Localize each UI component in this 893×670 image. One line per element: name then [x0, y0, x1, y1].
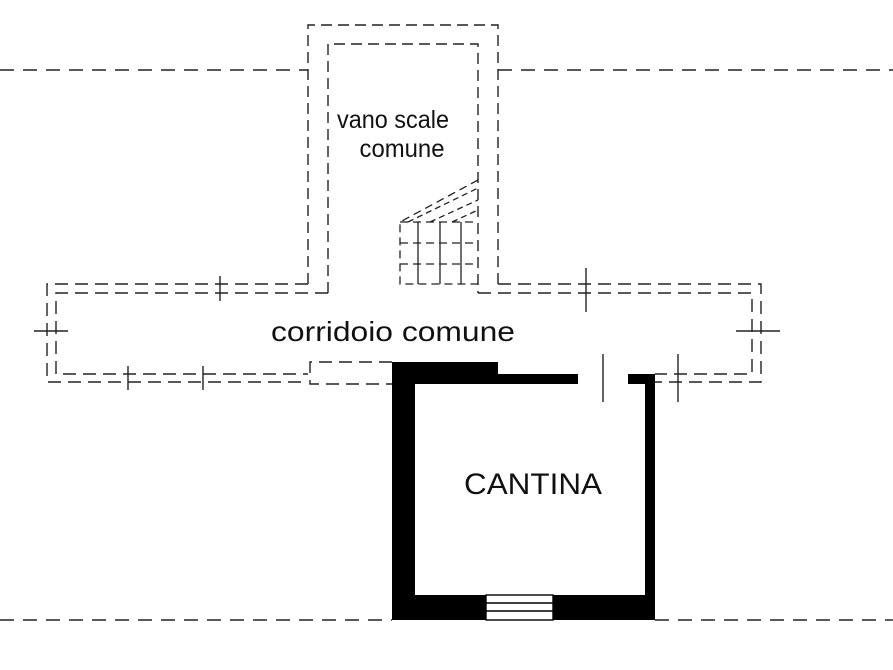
cellar-label: CANTINA	[464, 468, 602, 501]
stairwell-label-line2: comune	[360, 135, 445, 163]
corridor-tick-marks	[34, 268, 780, 402]
cellar-wall-right	[645, 374, 655, 620]
stairs-outline	[399, 179, 479, 285]
corridor-door-recess	[309, 361, 392, 385]
corridor-label: corridoio comune	[271, 316, 515, 347]
corridor-inner-top-right	[478, 292, 753, 375]
stairs-diagonal-1	[407, 187, 479, 223]
cellar-wall-left	[392, 362, 415, 620]
corridor-outer-top-left	[46, 283, 308, 383]
property-boundary-lines	[0, 69, 893, 621]
stairwell-outline	[307, 24, 499, 293]
corridor-outer-top-right	[498, 283, 762, 383]
corridor-outline	[46, 283, 762, 385]
corridor-inner-top-left	[55, 292, 328, 375]
cellar-wall-bottom-left	[392, 595, 486, 620]
stairwell-outer-wall	[307, 24, 499, 284]
cellar-wall-top-thin	[498, 374, 578, 384]
cellar-window	[485, 594, 554, 621]
stairs-diagonal-2	[429, 199, 479, 223]
cellar-wall-top-right	[628, 374, 655, 384]
stairwell-label-line1: vano scale	[337, 106, 449, 134]
stairs-diagonal-3	[451, 209, 479, 223]
cellar-walls	[392, 362, 655, 620]
cellar-window-frame	[485, 594, 554, 621]
cellar-wall-top-left	[392, 362, 498, 384]
stairs-symbol	[399, 179, 479, 285]
cellar-wall-bottom-right	[553, 595, 655, 620]
stairwell-inner-wall	[327, 43, 479, 293]
